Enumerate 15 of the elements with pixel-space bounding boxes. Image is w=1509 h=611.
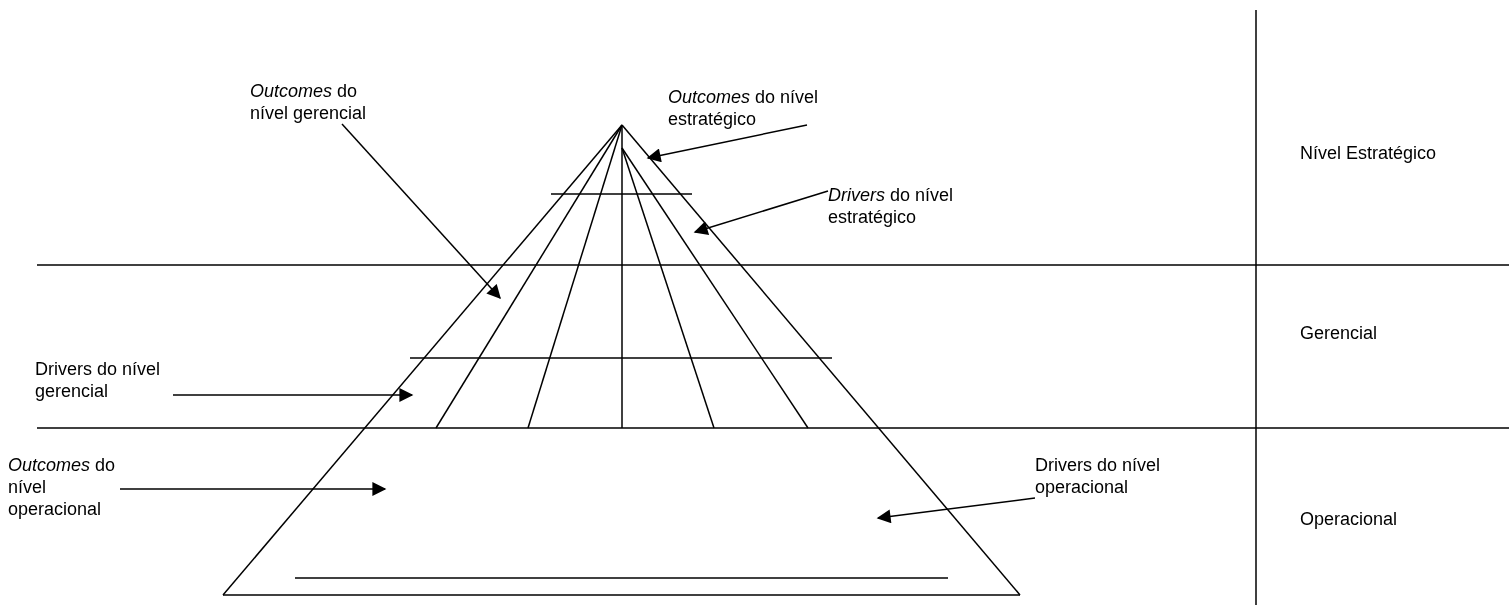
leader-arrow — [119, 482, 387, 496]
callout-text: Outcomes do nível estratégico — [668, 86, 828, 130]
callout-text: Drivers do nível operacional — [1035, 454, 1195, 498]
leader-arrow — [693, 190, 829, 235]
leader-arrow — [341, 123, 501, 300]
level-label: Nível Estratégico — [1300, 142, 1438, 164]
callout-text: Outcomes do nível operacional — [8, 454, 120, 520]
level-label: Gerencial — [1300, 322, 1379, 344]
callout-text: Outcomes do nível gerencial — [250, 80, 400, 124]
callout-text: Drivers do nível estratégico — [828, 184, 993, 228]
level-label: Operacional — [1300, 508, 1399, 530]
leader-arrow — [172, 388, 414, 402]
callout-text: Drivers do nível gerencial — [35, 358, 173, 402]
leader-arrow — [646, 124, 808, 163]
leader-arrow — [876, 497, 1036, 524]
